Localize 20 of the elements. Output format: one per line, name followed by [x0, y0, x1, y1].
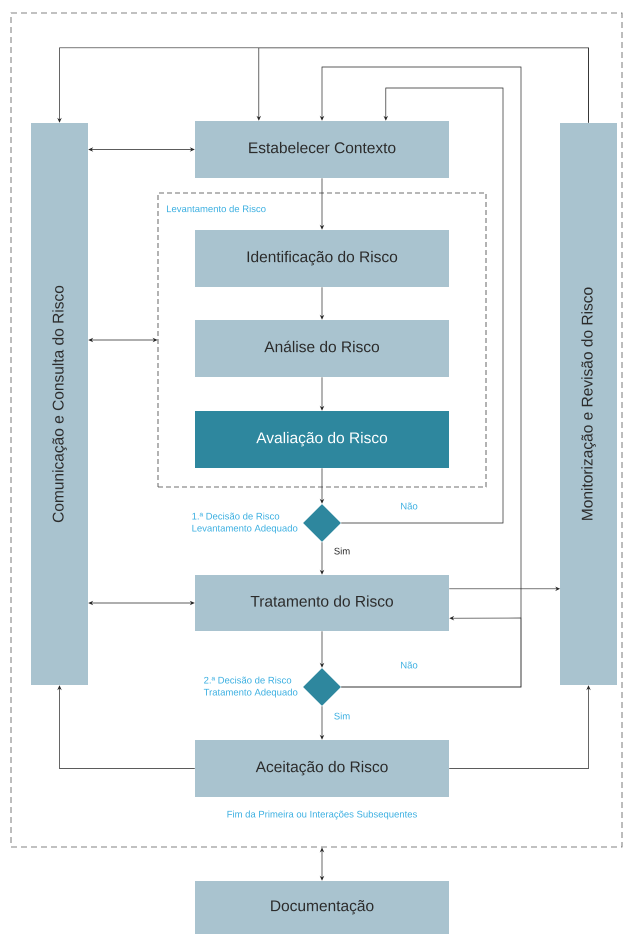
arrow	[340, 88, 504, 524]
process-box: Análise do Risco	[195, 320, 449, 377]
dashed-frame	[10, 12, 622, 848]
edge-label: Não	[399, 502, 419, 510]
process-box: Estabelecer Contexto	[195, 121, 449, 178]
note-text: Fim da Primeira ou Interações Subsequentes	[227, 810, 417, 820]
process-box: Identificação do Risco	[195, 230, 449, 287]
edge-label: Sim	[332, 546, 352, 556]
decision-diamond	[303, 668, 341, 706]
process-box: Tratamento do Risco	[195, 575, 449, 631]
decision-label: 1.ª Decisão de Risco Levantamento Adequado	[192, 512, 298, 534]
decision-diamond	[303, 504, 341, 542]
process-bar: Comunicação e Consulta do Risco	[31, 123, 88, 685]
process-box: Aceitação do Risco	[195, 740, 449, 797]
decision-label: 2.ª Decisão de Risco Tratamento Adequado	[204, 676, 298, 698]
process-box: Documentação	[195, 881, 449, 934]
edge-label: Não	[399, 660, 419, 670]
process-bar: Monitorização e Revisão do Risco	[560, 123, 617, 685]
process-box: Avaliação do Risco	[195, 411, 449, 468]
edge-label: Sim	[332, 712, 352, 720]
